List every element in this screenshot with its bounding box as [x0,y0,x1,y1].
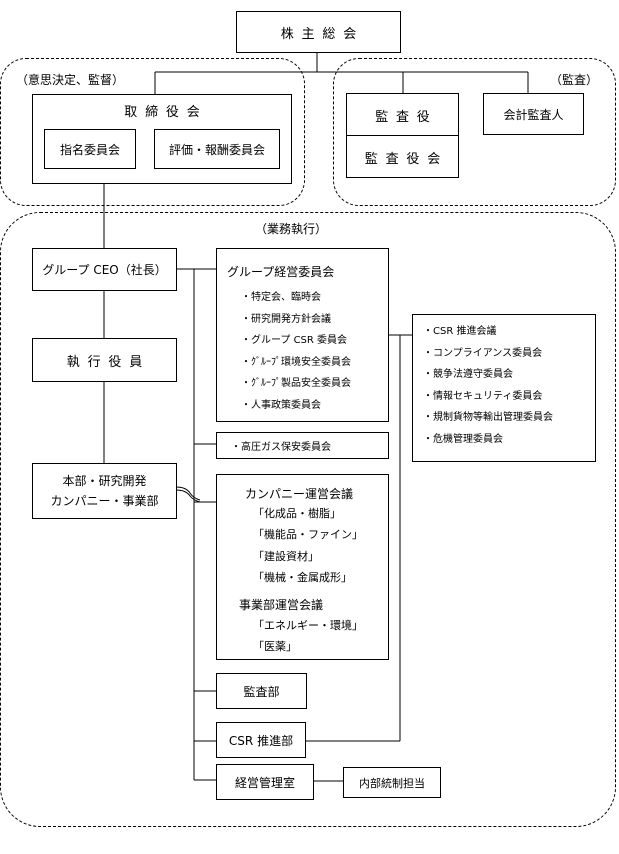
executive-officers-label: 執行役員 [66,354,150,370]
list-item: ・CSR 推進会議 [423,326,497,337]
audit-board-label: 監査役会 [364,151,448,167]
list-item: ・特定会、臨時会 [241,292,321,303]
group-management-committee-box: グループ経営委員会 ・特定会、臨時会 ・研究開発方針会議 ・グループ CSR 委… [216,248,389,422]
internal-control-label: 内部統制担当 [359,776,425,790]
audit-department-label: 監査部 [243,684,280,699]
list-item: ・グループ CSR 委員会 [241,335,348,347]
shareholders-meeting-label: 株主総会 [280,26,364,42]
company-meetings-title: カンパニー運営会議 [245,487,354,501]
csr-department-label: CSR 推進部 [228,733,294,748]
audit-group-frame [333,58,616,206]
group-ceo-box: グループ CEO（社長） [32,248,177,291]
high-pressure-gas-committee-box: ・高圧ガス保安委員会 [216,432,389,459]
execution-group-label: （業務執行） [253,220,330,237]
group-management-committee-title: グループ経営委員会 [227,265,335,279]
executive-officers-box: 執行役員 [32,338,177,382]
list-item: ・ｸﾞﾙｰﾌﾟ環境安全委員会 [241,356,351,368]
high-pressure-gas-committee-label: ・高圧ガス保安委員会 [231,442,331,453]
internal-control-box: 内部統制担当 [343,767,441,798]
board-of-directors-label: 取締役会 [124,104,208,120]
governance-group-frame [0,58,305,206]
list-item: 「化成品・樹脂」 [253,507,341,520]
company-meetings-box: カンパニー運営会議 「化成品・樹脂」 「機能品・ファイン」 「建設資材」 「機械… [216,474,389,660]
divisions-box: 本部・研究開発 カンパニー・事業部 [32,463,177,519]
list-item: 「エネルギー・環境」 [253,619,363,632]
list-item: 「医薬」 [253,640,297,654]
list-item: ・規制貨物等輸出管理委員会 [423,412,553,424]
nomination-committee-label: 指名委員会 [59,142,120,157]
governance-group-label: （意思決定、監督） [14,71,127,88]
division-meetings-list: 「エネルギー・環境」 「医薬」 [253,615,363,658]
division-meetings-title: 事業部運営会議 [239,598,324,612]
nomination-committee-box: 指名委員会 [44,129,136,169]
list-item: 「建設資材」 [253,549,319,563]
csr-committees-list: ・CSR 推進会議 ・コンプライアンス委員会 ・競争法遵守委員会 ・情報セキュリ… [423,321,553,451]
list-item: 「機械・金属成形」 [253,571,352,585]
auditor-box: 監査役 監査役会 [346,93,459,178]
accounting-auditor-label: 会計監査人 [503,107,564,122]
list-item: 「機能品・ファイン」 [253,528,363,542]
list-item: ・コンプライアンス委員会 [423,347,543,359]
group-committee-list: ・特定会、臨時会 ・研究開発方針会議 ・グループ CSR 委員会 ・ｸﾞﾙｰﾌﾟ… [241,287,351,417]
list-item: ・競争法遵守委員会 [423,369,513,381]
list-item: ・ｸﾞﾙｰﾌﾟ製品安全委員会 [241,378,351,390]
divisions-label-line1: 本部・研究開発 [62,474,147,488]
management-office-box: 経営管理室 [216,764,314,800]
compensation-committee-box: 評価・報酬委員会 [154,129,280,169]
compensation-committee-label: 評価・報酬委員会 [168,142,265,157]
auditor-label: 監査役 [375,109,438,125]
group-ceo-label: グループ CEO（社長） [42,263,167,277]
csr-committees-box: ・CSR 推進会議 ・コンプライアンス委員会 ・競争法遵守委員会 ・情報セキュリ… [412,314,596,462]
audit-department-box: 監査部 [216,673,307,709]
company-meetings-list: 「化成品・樹脂」 「機能品・ファイン」 「建設資材」 「機械・金属成形」 [253,503,363,589]
accounting-auditor-box: 会計監査人 [483,93,584,135]
list-item: ・情報セキュリティ委員会 [423,390,543,402]
list-item: ・危機管理委員会 [423,433,503,445]
list-item: ・研究開発方針会議 [241,313,331,325]
audit-group-label: （監査） [548,71,601,88]
list-item: ・人事政策委員会 [241,399,321,411]
csr-department-box: CSR 推進部 [216,722,306,758]
divisions-label-line2: カンパニー・事業部 [50,494,159,508]
management-office-label: 経営管理室 [234,775,295,790]
shareholders-meeting-box: 株主総会 [236,11,401,53]
execution-group-frame [0,212,616,827]
